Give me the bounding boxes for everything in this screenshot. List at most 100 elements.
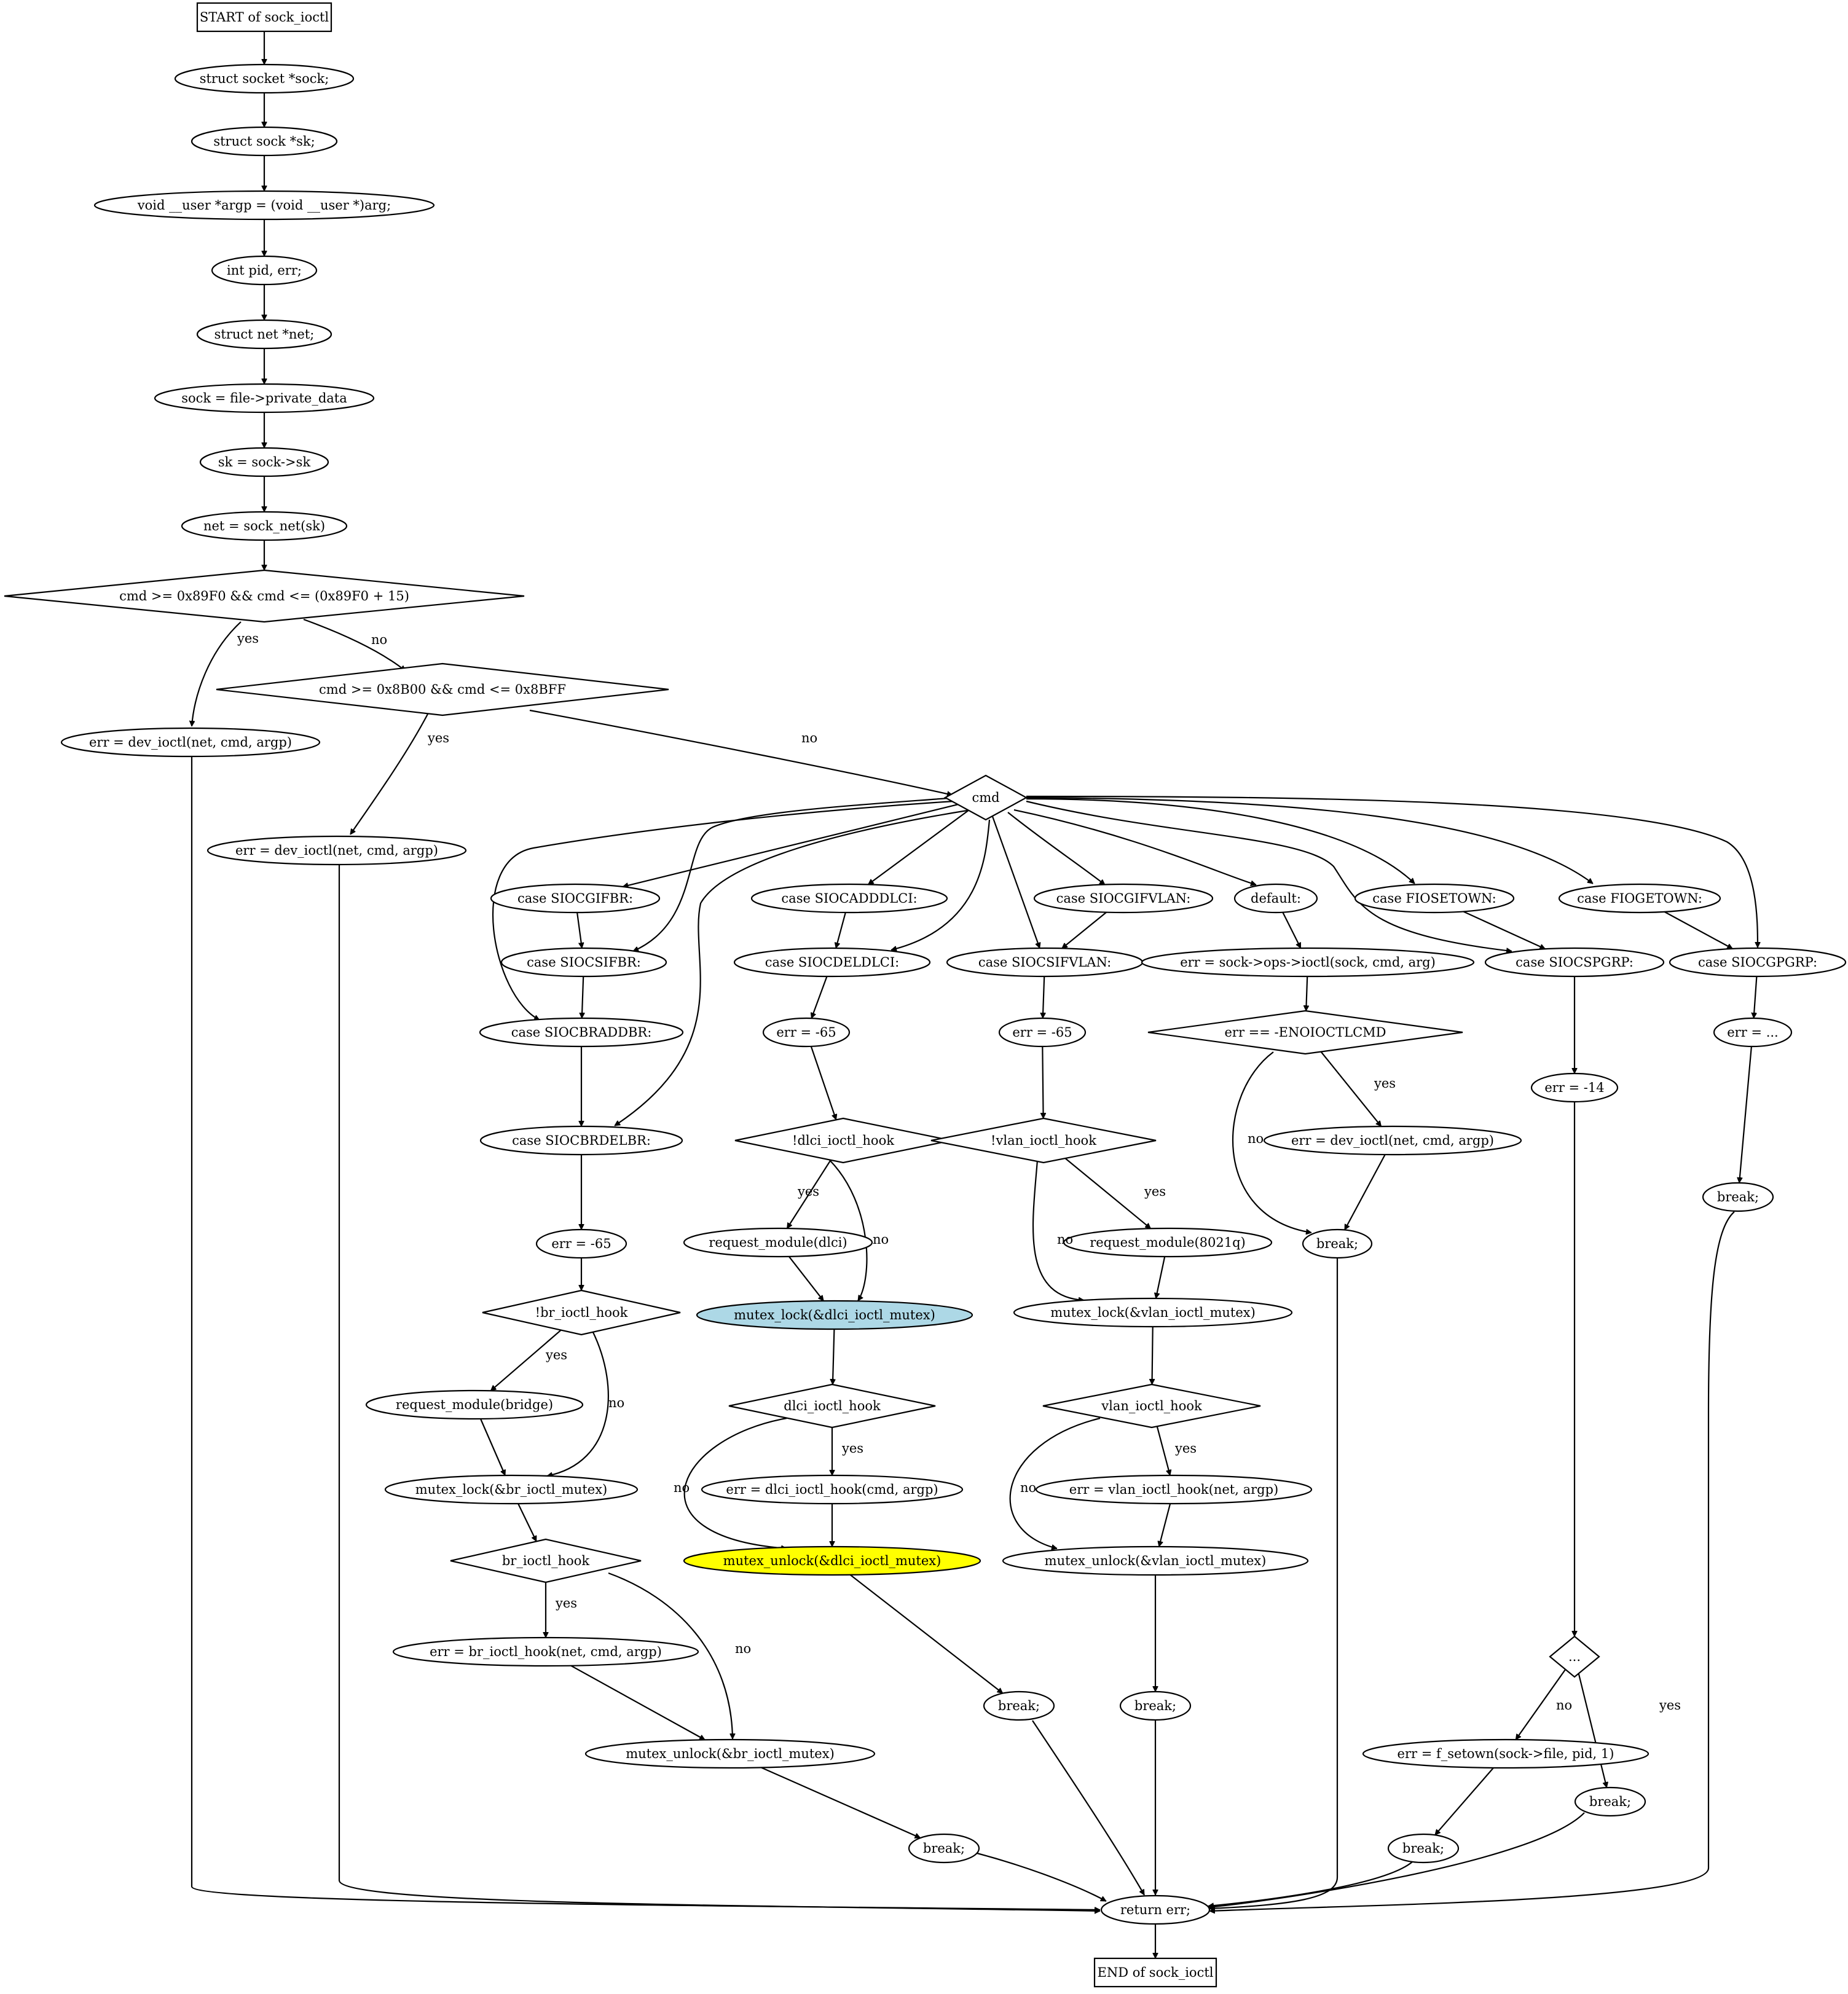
node-label: request_module(bridge) [396, 1397, 553, 1412]
node-vHook[interactable]: !vlan_ioctl_hook [930, 1117, 1157, 1164]
node-ret[interactable]: return err; [1100, 1894, 1211, 1925]
node-n1[interactable]: struct socket *sock; [174, 63, 355, 94]
node-ellipse-shape [1669, 947, 1847, 978]
edge-label-yes: yes [237, 631, 259, 646]
node-n4[interactable]: int pid, err; [211, 255, 318, 286]
node-sErr[interactable]: err = -14 [1530, 1072, 1619, 1103]
node-d1[interactable]: cmd >= 0x89F0 && cmd <= (0x89F0 + 15) [4, 569, 525, 623]
node-n2[interactable]: struct sock *sk; [191, 126, 338, 157]
node-dLock[interactable]: mutex_lock(&dlci_ioctl_mutex) [696, 1300, 973, 1330]
node-n8[interactable]: net = sock_net(sk) [181, 511, 348, 541]
node-end[interactable]: END of sock_ioctl [1093, 1957, 1217, 1988]
node-dCall[interactable]: err = dlci_ioctl_hook(cmd, argp) [701, 1474, 964, 1505]
node-defCall[interactable]: err = sock->ops->ioctl(sock, cmd, arg) [1141, 947, 1475, 978]
node-ellipse-shape [479, 1125, 683, 1156]
edge-vReq-to-vLock [1156, 1256, 1166, 1298]
edge-label-yes: yes [427, 731, 449, 745]
edge-label-no: no [1057, 1232, 1073, 1247]
node-label: err = ... [1727, 1025, 1778, 1040]
node-bCall[interactable]: err = br_ioctl_hook(net, cmd, argp) [392, 1636, 699, 1667]
edge-cGPGRP-to-gErr [1754, 976, 1758, 1018]
node-dHook[interactable]: !dlci_ioctl_hook [734, 1117, 952, 1164]
node-label: break; [1402, 1841, 1444, 1856]
node-bHook2[interactable]: br_ioctl_hook [450, 1538, 642, 1584]
node-ellipse-shape [500, 947, 667, 978]
node-vErr[interactable]: err = -65 [998, 1017, 1087, 1048]
node-vCall[interactable]: err = vlan_ioctl_hook(net, argp) [1035, 1474, 1313, 1505]
node-vUnlock[interactable]: mutex_unlock(&vlan_ioctl_mutex) [1002, 1545, 1309, 1576]
node-cBRADD[interactable]: case SIOCBRADDBR: [479, 1017, 684, 1048]
node-dErr[interactable]: err = -65 [762, 1017, 851, 1048]
node-vBreak[interactable]: break; [1119, 1690, 1192, 1721]
node-cADDDLCI[interactable]: case SIOCADDDLCI: [750, 883, 948, 914]
node-sBreak2[interactable]: break; [1574, 1786, 1646, 1817]
edge-label-no: no [1556, 1698, 1572, 1713]
node-cFIOGET[interactable]: case FIOGETOWN: [1558, 883, 1721, 914]
edge-cFIOGET-to-cGPGRP [1664, 911, 1732, 949]
node-label: case SIOCADDDLCI: [781, 891, 917, 906]
node-label: !dlci_ioctl_hook [792, 1133, 894, 1148]
node-n5[interactable]: struct net *net; [196, 319, 332, 350]
node-dBreak[interactable]: break; [983, 1690, 1055, 1721]
node-cGIFVLAN[interactable]: case SIOCGIFVLAN: [1033, 883, 1214, 914]
edge-label-yes: yes [797, 1184, 819, 1199]
node-d2[interactable]: cmd >= 0x8B00 && cmd <= 0x8BFF [216, 662, 669, 716]
node-bLock[interactable]: mutex_lock(&br_ioctl_mutex) [384, 1474, 639, 1505]
node-cGIFBR[interactable]: case SIOCGIFBR: [490, 883, 661, 914]
edge-cSIFVLAN-to-vErr [1043, 976, 1044, 1018]
node-ellipse-shape [908, 1833, 980, 1864]
node-sSetown[interactable]: err = f_setown(sock->file, pid, 1) [1362, 1738, 1649, 1769]
node-n7[interactable]: sk = sock->sk [199, 447, 329, 477]
node-defCheck[interactable]: err == -ENOIOCTLCMD [1147, 1010, 1463, 1055]
node-label: case FIOGETOWN: [1577, 891, 1702, 906]
node-vReq[interactable]: request_module(8021q) [1063, 1227, 1273, 1258]
node-dHook2[interactable]: dlci_ioctl_hook [728, 1383, 936, 1429]
node-n6[interactable]: sock = file->private_data [154, 383, 375, 414]
edge-vCall-to-vUnlock [1159, 1503, 1171, 1547]
node-defBreak[interactable]: break; [1302, 1228, 1373, 1259]
node-sBreak1[interactable]: break; [1387, 1833, 1460, 1864]
node-ellipse-shape [762, 1017, 851, 1048]
decision-diamond-shape [943, 774, 1028, 821]
node-vLock[interactable]: mutex_lock(&vlan_ioctl_mutex) [1013, 1297, 1293, 1328]
node-start[interactable]: START of sock_ioctl [196, 2, 332, 33]
node-cDELDLCI[interactable]: case SIOCDELDLCI: [733, 947, 931, 978]
node-ellipse-shape [1713, 1017, 1793, 1048]
decision-diamond-shape [1042, 1383, 1261, 1429]
node-cBRDEL[interactable]: case SIOCBRDELBR: [479, 1125, 683, 1156]
node-vHook2[interactable]: vlan_ioctl_hook [1042, 1383, 1261, 1429]
decision-diamond-shape [482, 1289, 681, 1336]
node-cFIOSET[interactable]: case FIOSETOWN: [1354, 883, 1515, 914]
node-gBreak[interactable]: break; [1702, 1182, 1774, 1212]
node-label: break; [1316, 1236, 1358, 1251]
node-e1[interactable]: err = dev_ioctl(net, cmd, argp) [60, 727, 321, 758]
node-e2[interactable]: err = dev_ioctl(net, cmd, argp) [206, 835, 467, 866]
edge-cDefault-to-defCall [1282, 912, 1302, 948]
node-bUnlock[interactable]: mutex_unlock(&br_ioctl_mutex) [584, 1738, 876, 1769]
node-cSIFBR[interactable]: case SIOCSIFBR: [500, 947, 667, 978]
node-sDots[interactable]: ... [1549, 1635, 1600, 1678]
node-label: break; [923, 1841, 965, 1856]
node-cGPGRP[interactable]: case SIOCGPGRP: [1669, 947, 1847, 978]
node-gErr[interactable]: err = ... [1713, 1017, 1793, 1048]
node-bReq[interactable]: request_module(bridge) [365, 1389, 584, 1420]
node-label: case SIOCGIFBR: [517, 891, 633, 906]
edge-defCheck-to-defBreak [1232, 1051, 1311, 1233]
node-bHook[interactable]: !br_ioctl_hook [482, 1289, 681, 1336]
node-defDev[interactable]: err = dev_ioctl(net, cmd, argp) [1263, 1125, 1522, 1156]
node-ellipse-shape [1558, 883, 1721, 914]
node-ellipse-shape [1013, 1297, 1293, 1328]
edge-defDev-to-defBreak [1344, 1154, 1386, 1230]
node-cSIFVLAN[interactable]: case SIOCSIFVLAN: [946, 947, 1144, 978]
node-dUnlock[interactable]: mutex_unlock(&dlci_ioctl_mutex) [683, 1545, 981, 1576]
node-cSPGRP[interactable]: case SIOCSPGRP: [1484, 947, 1665, 978]
node-bErr[interactable]: err = -65 [535, 1228, 627, 1259]
node-dReq[interactable]: request_module(dlci) [683, 1227, 873, 1258]
node-bBreak[interactable]: break; [908, 1833, 980, 1864]
node-cDefault[interactable]: default: [1233, 883, 1318, 914]
node-label: mutex_lock(&vlan_ioctl_mutex) [1050, 1305, 1256, 1320]
node-cmd[interactable]: cmd [943, 774, 1028, 821]
edge-cSIFBR-to-cBRADD [582, 976, 583, 1018]
edge-cmd-to-cFIOSET [1026, 798, 1415, 884]
node-n3[interactable]: void __user *argp = (void __user *)arg; [93, 190, 435, 221]
